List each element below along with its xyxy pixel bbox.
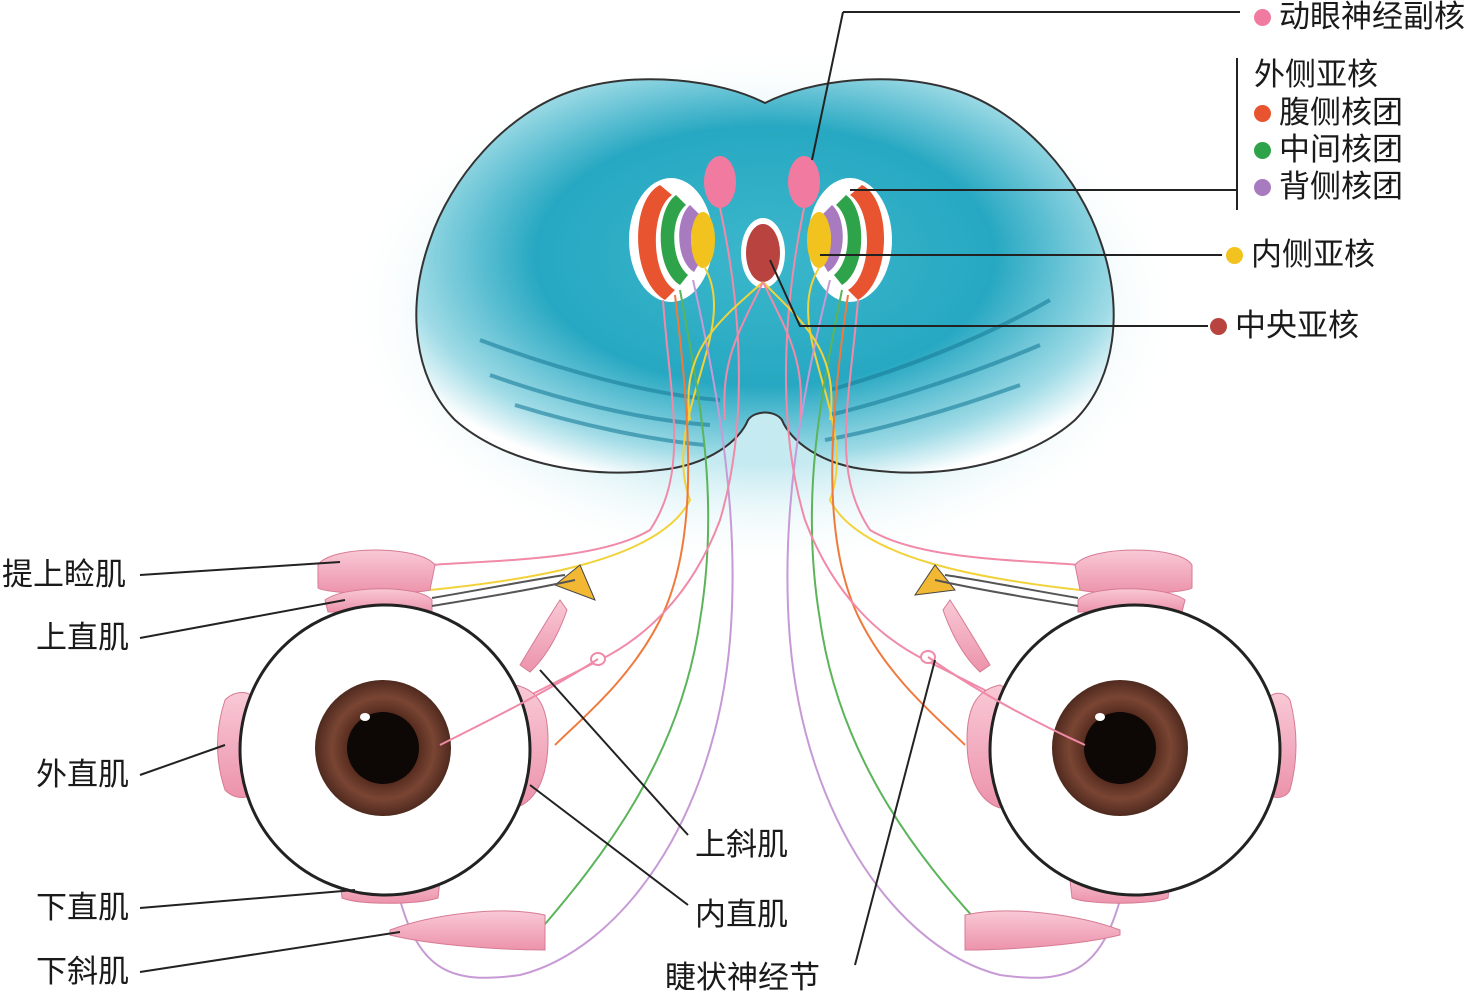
label-medial-rectus: 内直肌 xyxy=(695,897,788,933)
legend-ventral: 腹侧核团 xyxy=(1254,98,1403,129)
left-eye xyxy=(217,549,599,951)
legend-medial-dot xyxy=(1226,247,1243,264)
legend-central-label: 中央亚核 xyxy=(1235,308,1359,344)
legend-central-dot xyxy=(1210,318,1227,335)
legend-intermediate-label: 中间核团 xyxy=(1279,132,1403,168)
legend-intermediate: 中间核团 xyxy=(1254,135,1403,166)
legend-ventral-dot xyxy=(1254,105,1271,122)
label-ciliary-ganglion: 睫状神经节 xyxy=(665,960,820,996)
right-eye xyxy=(927,549,1297,951)
legend-dorsal-dot xyxy=(1254,179,1271,196)
legend-intermediate-dot xyxy=(1254,142,1271,159)
label-inferior-rectus: 下直肌 xyxy=(36,890,129,926)
central-nucleus xyxy=(746,224,780,282)
label-levator: 提上睑肌 xyxy=(2,557,126,593)
legend-accessory: 动眼神经副核 xyxy=(1254,2,1465,33)
legend-medial-label: 内侧亚核 xyxy=(1251,237,1375,273)
legend-medial: 内侧亚核 xyxy=(1226,240,1375,271)
legend-lateral-title: 外侧亚核 xyxy=(1254,57,1378,93)
legend-ventral-label: 腹侧核团 xyxy=(1279,95,1403,131)
legend-central: 中央亚核 xyxy=(1210,311,1359,342)
nerve-fibers xyxy=(399,207,1121,979)
label-superior-rectus: 上直肌 xyxy=(36,620,129,656)
label-inferior-oblique: 下斜肌 xyxy=(36,954,129,990)
trochlea-left xyxy=(554,564,596,601)
legend-accessory-dot xyxy=(1254,9,1271,26)
label-lateral-rectus: 外直肌 xyxy=(36,757,129,793)
legend-dorsal-label: 背侧核团 xyxy=(1279,169,1403,205)
legend-accessory-label: 动眼神经副核 xyxy=(1279,0,1465,35)
label-superior-oblique: 上斜肌 xyxy=(695,827,788,863)
leader-lines xyxy=(139,11,1240,973)
legend-dorsal: 背侧核团 xyxy=(1254,172,1403,203)
nuclei-left xyxy=(629,156,736,302)
